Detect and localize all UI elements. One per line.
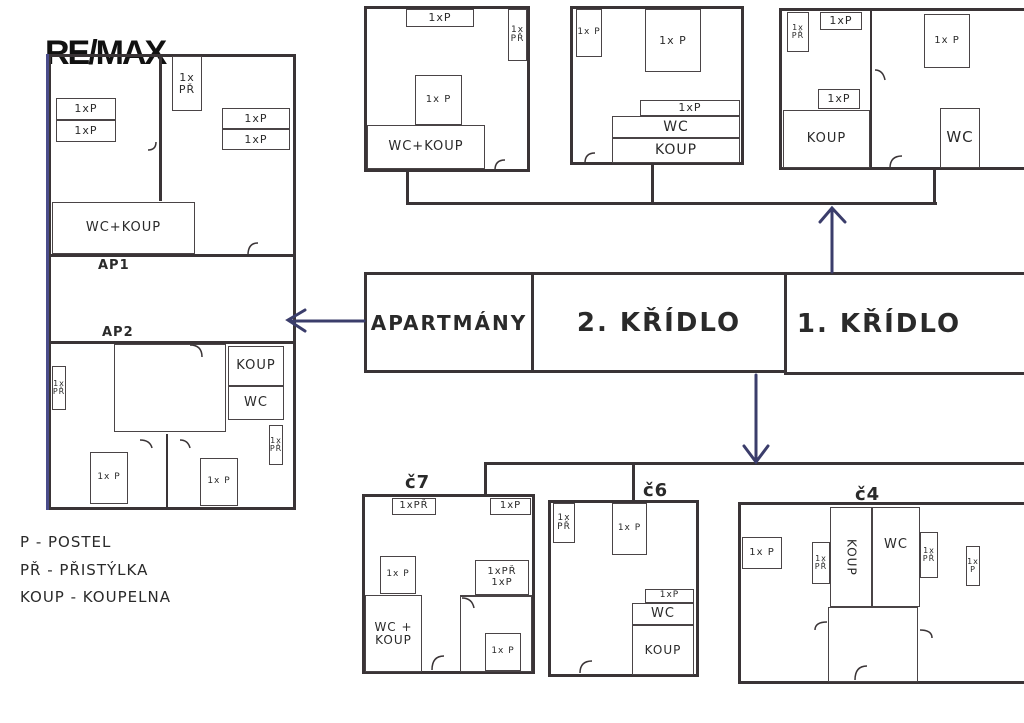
connector bbox=[484, 462, 1024, 465]
bed: 1xP bbox=[56, 98, 116, 120]
beds: 1x P bbox=[645, 9, 701, 72]
room-block bbox=[828, 607, 918, 682]
remax-logo: RE/MAX bbox=[45, 34, 167, 72]
outline-mark bbox=[46, 54, 49, 510]
room-c7-label: č7 bbox=[405, 472, 431, 493]
divider bbox=[50, 341, 294, 344]
bed: 1xP bbox=[640, 100, 740, 116]
bathroom: KOUP bbox=[612, 138, 740, 163]
arrow-up bbox=[818, 205, 847, 274]
legend-koupelna: KOUP - KOUPELNA bbox=[20, 588, 171, 606]
beds: 1x P bbox=[415, 75, 462, 125]
apartments-building bbox=[48, 54, 296, 510]
bed: 1xP bbox=[222, 108, 290, 129]
connector bbox=[632, 462, 635, 502]
wc: WC bbox=[632, 603, 694, 625]
legend-pristylka: PŘ - PŘISTÝLKA bbox=[20, 561, 149, 579]
arrow-down bbox=[742, 373, 770, 465]
wc-bathroom: WC+KOUP bbox=[367, 125, 485, 169]
bed: 1xP bbox=[645, 589, 694, 603]
wing1-box[interactable] bbox=[784, 272, 1024, 375]
ap1-label: AP1 bbox=[98, 258, 130, 273]
beds: 1x P bbox=[200, 458, 238, 506]
wc: WC bbox=[228, 386, 284, 420]
extra-bed: 1x PŘ bbox=[172, 56, 202, 111]
bed: 1xP bbox=[818, 89, 860, 109]
bathroom: KOUP bbox=[228, 346, 284, 386]
connector bbox=[406, 202, 937, 205]
connector bbox=[484, 462, 487, 496]
room-block bbox=[460, 595, 532, 672]
legend-postel: P - POSTEL bbox=[20, 533, 112, 551]
bed: 1xP bbox=[406, 9, 474, 27]
beds: 1x P bbox=[380, 556, 416, 594]
wc-bathroom: WC + KOUP bbox=[365, 595, 422, 672]
extra-bed: 1x PŘ bbox=[52, 366, 66, 410]
connector bbox=[406, 172, 409, 204]
beds: 1x P bbox=[966, 546, 980, 586]
beds: 1x P bbox=[485, 633, 521, 671]
extra-bed: 1x PŘ bbox=[920, 532, 938, 578]
room-c7 bbox=[362, 494, 535, 674]
room-c4-label: č4 bbox=[855, 484, 881, 505]
beds: 1x P bbox=[90, 452, 128, 504]
room-top-1 bbox=[364, 6, 530, 172]
extra-beds: 1x PŘ bbox=[787, 12, 809, 52]
room-top-2 bbox=[570, 6, 744, 165]
wing2-label: 2. KŘÍDLO bbox=[576, 307, 742, 338]
wing1-label: 1. KŘÍDLO bbox=[796, 308, 962, 339]
beds: 1x P bbox=[612, 503, 647, 555]
room-c6-label: č6 bbox=[643, 480, 669, 501]
wall bbox=[870, 10, 872, 168]
bed: 1xP bbox=[222, 129, 290, 150]
divider bbox=[50, 254, 294, 257]
extra-bed: 1x PŘ bbox=[508, 9, 527, 61]
apartmany-label: APARTMÁNY bbox=[370, 310, 528, 335]
bathroom: KOUP bbox=[632, 625, 694, 675]
wall bbox=[166, 434, 168, 508]
wall bbox=[159, 56, 162, 201]
extra-bed: 1x PŘ bbox=[812, 542, 830, 584]
room-c6 bbox=[548, 500, 699, 677]
beds: 1xPŘ 1xP bbox=[475, 560, 529, 595]
wc-bathroom: WC+KOUP bbox=[52, 202, 195, 254]
wc: WC bbox=[612, 116, 740, 138]
beds: 1x P bbox=[576, 9, 602, 57]
connector bbox=[933, 170, 936, 204]
extra-bed: 1x PŘ bbox=[269, 425, 283, 465]
bed: 1xP bbox=[820, 12, 862, 30]
bed: 1xP bbox=[490, 498, 531, 515]
bed: 1xP bbox=[56, 120, 116, 142]
arrow-left bbox=[285, 308, 366, 333]
wc: WC bbox=[940, 108, 980, 168]
wc: WC bbox=[872, 507, 920, 607]
extra-bed: 1x PŘ bbox=[553, 503, 575, 543]
room-c4 bbox=[738, 502, 1024, 684]
beds: 1x P bbox=[924, 14, 970, 68]
connector bbox=[651, 165, 654, 204]
ap2-label: AP2 bbox=[102, 325, 134, 340]
room-block bbox=[114, 344, 226, 432]
extra-bed: 1xPŘ bbox=[392, 498, 436, 515]
room-top-3 bbox=[779, 8, 1024, 170]
bathroom: KOUP bbox=[830, 507, 872, 607]
beds: 1x P bbox=[742, 537, 782, 569]
